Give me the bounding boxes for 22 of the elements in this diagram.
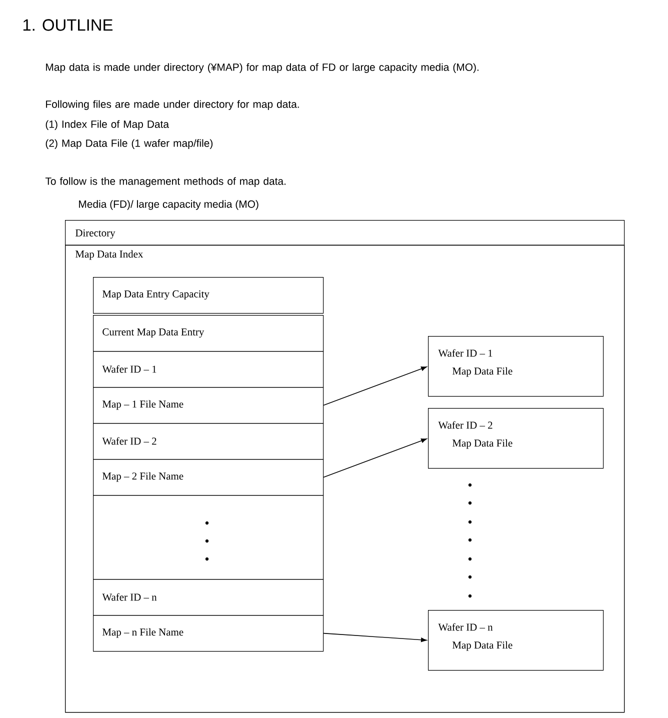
table-cell: Map Data Entry Capacity xyxy=(93,277,324,314)
arrow xyxy=(323,438,427,478)
paragraph: (2) Map Data File (1 wafer map/file) xyxy=(46,139,212,149)
table-cell: Wafer ID – n xyxy=(93,579,324,616)
paragraph: Map data is made under directory (¥MAP) for map data of FD or large capacity media (MO). xyxy=(46,63,478,73)
title: 1. OUTLINE xyxy=(23,19,113,31)
file-box: Wafer ID – 2 Map Data File xyxy=(428,408,604,469)
node-label: Media (FD)/ large capacity media (MO) xyxy=(79,200,258,210)
table-cell: Map – 1 File Name xyxy=(93,387,324,424)
arrow xyxy=(323,366,427,406)
paragraph: (1) Index File of Map Data xyxy=(46,120,169,130)
table-cell: Wafer ID – 2 xyxy=(93,423,324,460)
table-cell: Map – 2 File Name xyxy=(93,459,324,496)
file-box: Wafer ID – 1 Map Data File xyxy=(428,336,604,397)
table-cell: Wafer ID – 1 xyxy=(93,351,324,388)
paragraph: To follow is the management methods of map data. xyxy=(45,177,286,187)
file-box: Wafer ID – n Map Data File xyxy=(428,610,604,671)
table-cell: Current Map Data Entry xyxy=(93,315,324,352)
arrow xyxy=(323,632,427,642)
table-cell: Map – n File Name xyxy=(93,615,324,652)
table-cell xyxy=(93,495,324,580)
paragraph: Following files are made under directory for map data. xyxy=(46,100,299,110)
